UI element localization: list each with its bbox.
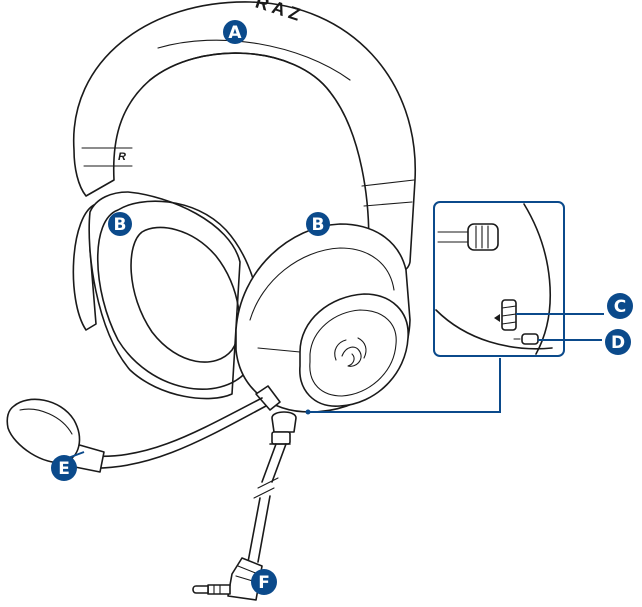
- microphone: [6, 397, 267, 473]
- callout-a: A: [223, 20, 247, 44]
- callout-d-label: D: [611, 333, 625, 353]
- callout-f: F: [251, 569, 277, 595]
- callout-b-right-label: B: [312, 215, 325, 235]
- callout-e: E: [51, 455, 77, 481]
- mic-mute-switch: [521, 333, 539, 345]
- left-earcup: [72, 191, 261, 400]
- earcup-side-mark: R: [118, 151, 126, 163]
- callout-b-left-label: B: [114, 215, 127, 235]
- detail-inset: [433, 201, 565, 357]
- inset-leader-line: [308, 358, 501, 413]
- callout-c-label: C: [614, 297, 626, 317]
- callout-f-label: F: [258, 573, 270, 593]
- headset-cable: [247, 431, 291, 563]
- callout-b-right: B: [306, 212, 330, 236]
- callout-e-label: E: [58, 459, 70, 479]
- callout-a-label: A: [228, 23, 242, 43]
- callout-b-left: B: [108, 212, 132, 236]
- callout-d: D: [605, 329, 631, 355]
- callout-c: C: [607, 293, 633, 319]
- razer-logo-icon: [334, 337, 367, 367]
- right-earcup: [235, 223, 411, 433]
